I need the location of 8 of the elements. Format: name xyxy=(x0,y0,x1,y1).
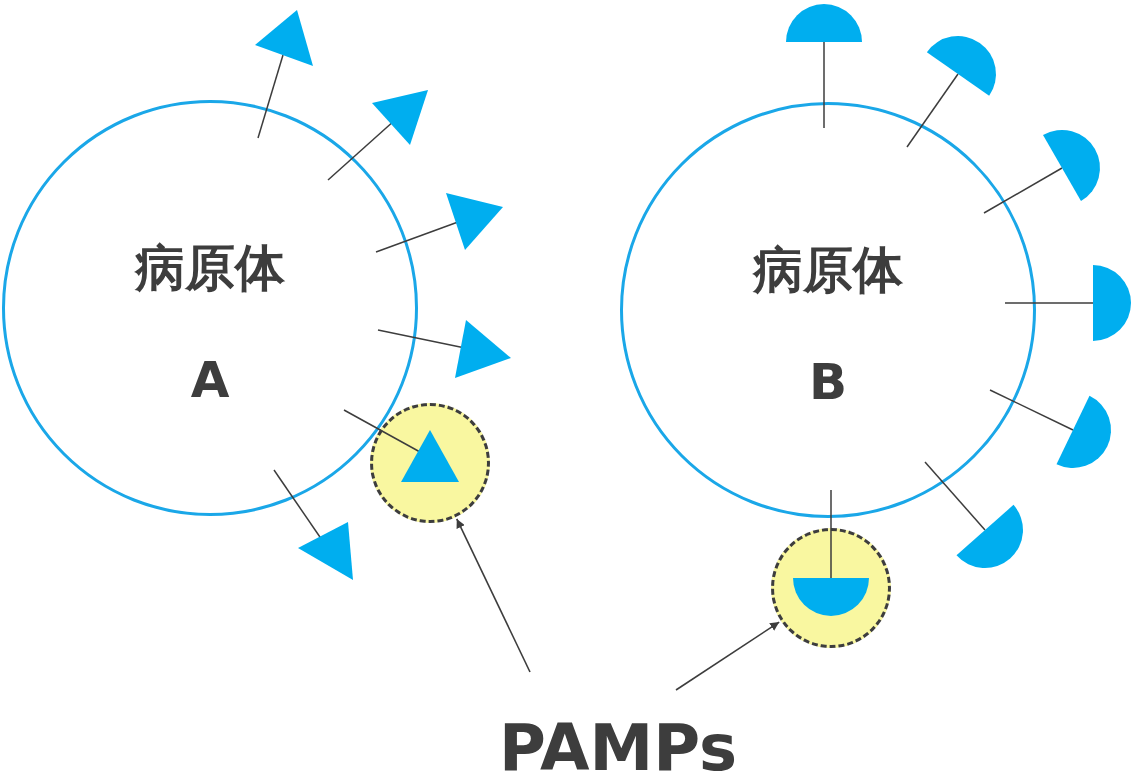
circle-label: A xyxy=(189,355,231,405)
callout-label: PAMPs xyxy=(468,668,768,780)
arrow xyxy=(455,518,531,673)
arrow xyxy=(675,621,780,691)
circle-label: 病原体 xyxy=(751,245,904,295)
circle-label: 病原体 xyxy=(133,243,286,293)
circle-label: B xyxy=(807,357,849,407)
pathogen-circle xyxy=(620,102,1036,518)
